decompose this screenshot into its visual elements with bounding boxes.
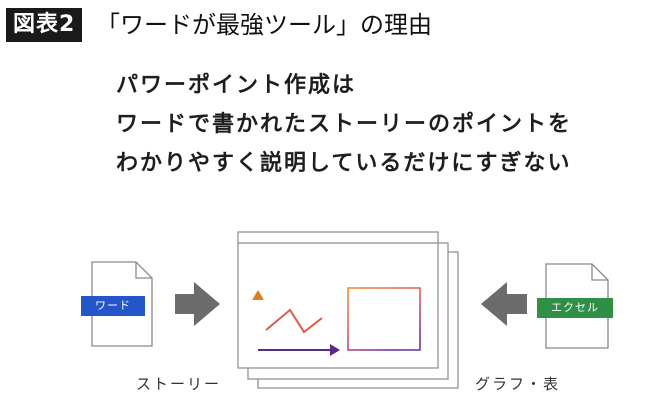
caption-graph-table: グラフ・表 [475,375,561,393]
caption-story: ストーリー [136,375,222,393]
word-label: ワード [81,296,145,316]
figure-tag: 図表2 [6,8,83,42]
line-chart-icon [252,290,340,356]
lead-line-2: ワードで書かれたストーリーのポイントを [116,112,573,137]
lead-line-1: パワーポイント作成は [116,73,357,98]
arrow-left-icon [481,282,527,326]
table-grid-icon [347,287,421,351]
slide-stack-icon [237,231,459,389]
figure-title: 「ワードが最強ツール」の理由 [96,11,432,39]
arrow-right-icon [175,282,220,326]
excel-label: エクセル [537,298,613,318]
lead-text: パワーポイント作成は ワードで書かれたストーリーのポイントを わかりやすく説明し… [116,66,636,183]
lead-line-3: わかりやすく説明しているだけにすぎない [116,151,572,176]
